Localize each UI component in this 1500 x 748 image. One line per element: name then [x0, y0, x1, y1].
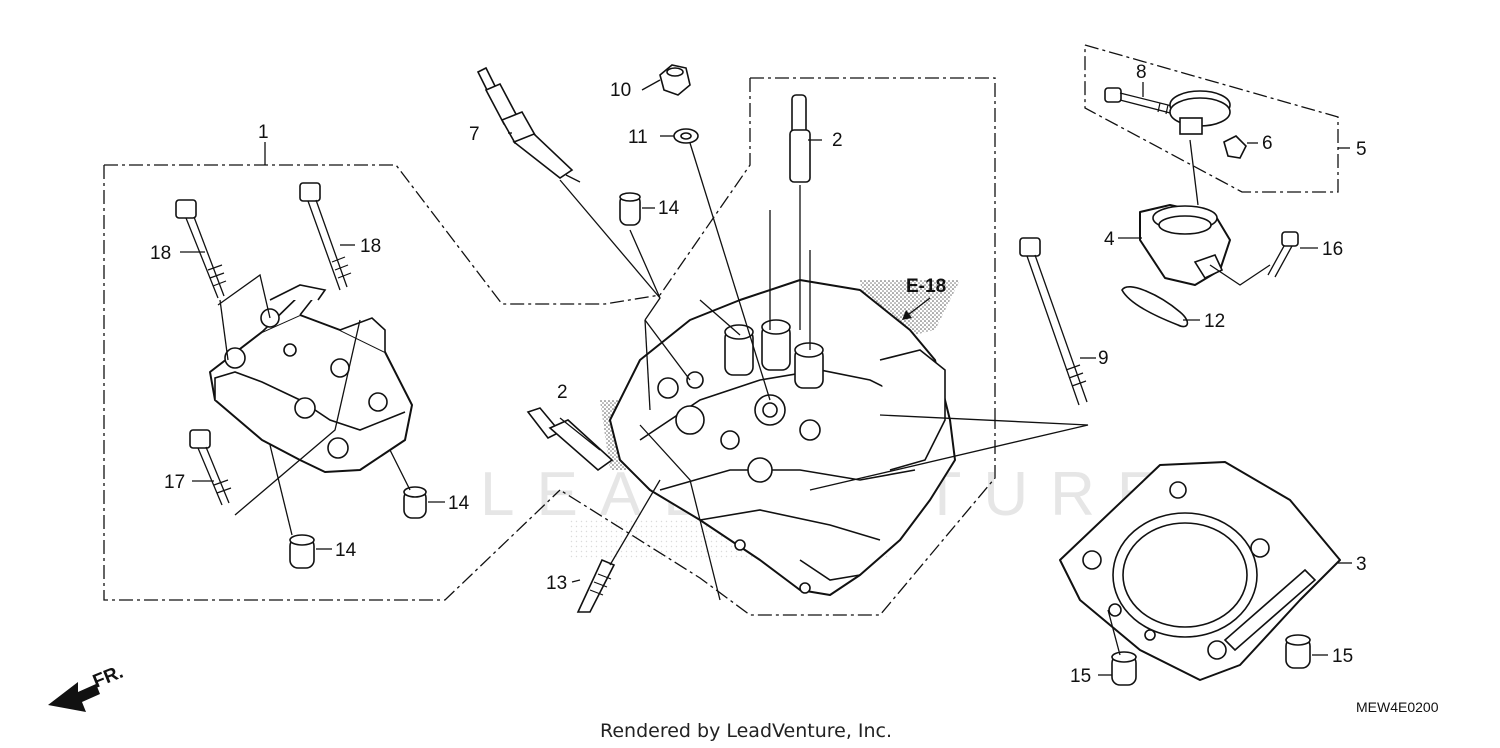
- leaders-left: [180, 244, 445, 550]
- bolt-9: [809, 237, 1096, 491]
- front-direction-arrow: FR.: [48, 662, 126, 712]
- ref-e18: E-18: [902, 276, 946, 320]
- callout-17: 17: [164, 472, 185, 493]
- callout-13: 13: [546, 573, 567, 594]
- ref-e18-label: E-18: [906, 276, 946, 297]
- dowel-15-left: [1111, 651, 1137, 686]
- o-ring-12: [1121, 285, 1189, 328]
- bolt-8: [1104, 87, 1181, 116]
- cylinder-gasket-3: [1059, 461, 1352, 681]
- callout-15-left: 15: [1070, 666, 1091, 687]
- clamp-band: [1169, 90, 1231, 135]
- drawing-code: MEW4E0200: [1356, 699, 1439, 715]
- leaders-intake: [1118, 82, 1318, 321]
- cylinder-head: [609, 279, 956, 596]
- leaders-center: [508, 79, 822, 601]
- callout-1: 1: [258, 122, 269, 143]
- washer-11: [673, 128, 699, 144]
- callout-8: 8: [1136, 62, 1147, 83]
- callout-9: 9: [1098, 348, 1109, 369]
- dowel-15-right: [1285, 634, 1311, 669]
- leaders-gasket: [1098, 609, 1328, 676]
- left-assembly-frame: [103, 142, 661, 601]
- intake-assembly-frame: [1084, 44, 1350, 193]
- callout-18-right: 18: [360, 236, 381, 257]
- stud-13: [576, 558, 616, 613]
- bolt-18-right: [299, 182, 352, 291]
- dowel-14-lower: [289, 534, 315, 569]
- bolt-17: [189, 429, 232, 506]
- nut-6: [1223, 135, 1247, 159]
- callout-5: 5: [1356, 139, 1367, 160]
- callout-15-right: 15: [1332, 646, 1353, 667]
- callout-2-upper: 2: [832, 130, 843, 151]
- dowel-14-upper: [403, 486, 427, 519]
- callout-16: 16: [1322, 239, 1343, 260]
- callout-18-left: 18: [150, 243, 171, 264]
- callout-2-lower: 2: [557, 382, 568, 403]
- bolt-18-left: [175, 199, 227, 299]
- callout-14-lower: 14: [335, 540, 357, 561]
- callout-4: 4: [1104, 229, 1115, 250]
- callout-11: 11: [628, 127, 648, 148]
- center-assembly-frame: [559, 77, 996, 616]
- callout-14-right: 14: [448, 493, 470, 514]
- front-direction-label: FR.: [90, 662, 126, 693]
- callout-6: 6: [1262, 133, 1273, 154]
- cap-10: [659, 64, 691, 96]
- stud-2-lower: [526, 407, 614, 472]
- dowel-14-center: [619, 192, 641, 226]
- callout-10: 10: [610, 80, 631, 101]
- callout-14-center: 14: [658, 198, 680, 219]
- callout-12: 12: [1204, 311, 1225, 332]
- callout-3: 3: [1356, 554, 1367, 575]
- callout-7: 7: [469, 124, 480, 145]
- camshaft-holder: [209, 284, 413, 473]
- spark-plug-7: [476, 66, 581, 183]
- insulator-4: [1139, 204, 1231, 286]
- stud-2-upper: [789, 94, 811, 183]
- bolt-16: [1267, 231, 1299, 278]
- render-credit: Rendered by LeadVenture, Inc.: [600, 720, 892, 742]
